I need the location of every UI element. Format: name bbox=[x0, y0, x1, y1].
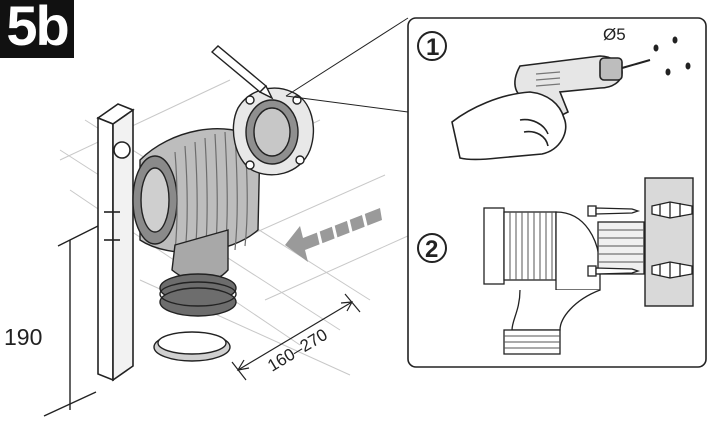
step2-marker bbox=[417, 233, 447, 263]
wall-plug-icon bbox=[651, 201, 693, 279]
wall-section bbox=[644, 177, 694, 307]
pipe-section bbox=[483, 207, 645, 355]
step1-number: 1 bbox=[426, 34, 439, 61]
step1-marker bbox=[417, 31, 447, 61]
screw-icon bbox=[587, 205, 641, 277]
height-label: 190 bbox=[4, 324, 42, 350]
seal-ring bbox=[153, 331, 231, 362]
drill-holes bbox=[653, 36, 691, 76]
pencil-icon bbox=[210, 45, 274, 100]
flexible-pipe bbox=[132, 128, 261, 317]
drill-icon bbox=[451, 55, 651, 161]
wall-post bbox=[96, 103, 135, 382]
distance-dimension bbox=[231, 293, 361, 381]
wall-flange bbox=[232, 87, 315, 176]
step2-number: 2 bbox=[425, 236, 438, 263]
step-badge: 5b bbox=[0, 0, 74, 58]
slide-arrow-icon bbox=[285, 208, 382, 262]
distance-label: 160–270 bbox=[264, 325, 331, 375]
height-dimension bbox=[43, 225, 99, 417]
drill-bit-size: Ø5 bbox=[603, 25, 626, 44]
step-badge-label: 5b bbox=[6, 0, 69, 57]
